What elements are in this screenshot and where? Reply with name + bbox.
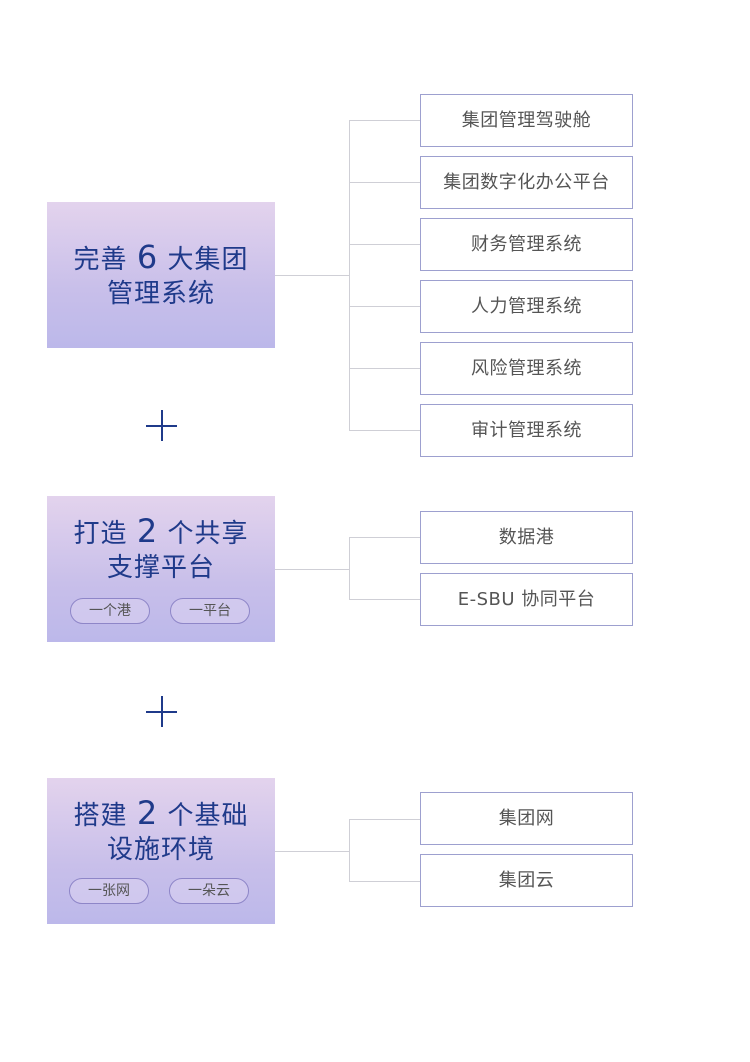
title-suffix: 个共享 [167,519,249,549]
plus-icon [146,410,177,441]
item-box: 集团云 [420,854,633,907]
main-box-title: 打造 2 个共享 支撑平台 [47,514,275,585]
title-prefix: 打造 [73,519,128,549]
connector-branch [349,881,420,882]
title-number: 2 [136,512,159,550]
item-box: 审计管理系统 [420,404,633,457]
title-number: 6 [136,238,159,276]
plus-icon [146,696,177,727]
title-suffix: 大集团 [167,245,249,275]
title-line2: 管理系统 [106,279,215,309]
connector-trunk [349,120,350,431]
connector-main [275,275,350,276]
connector-main [275,851,350,852]
main-box-management-systems: 完善 6 大集团 管理系统 [47,202,275,348]
item-box: E-SBU 协同平台 [420,573,633,626]
tag-pill: 一张网 [69,878,149,904]
connector-branch [349,306,420,307]
title-prefix: 完善 [73,245,128,275]
connector-branch [349,819,420,820]
tag-pill: 一朵云 [169,878,249,904]
tag-pill: 一个港 [70,598,150,624]
connector-branch [349,368,420,369]
connector-branch [349,537,420,538]
item-box: 人力管理系统 [420,280,633,333]
item-box: 集团数字化办公平台 [420,156,633,209]
connector-trunk [349,819,350,882]
title-prefix: 搭建 [73,801,128,831]
main-box-title: 完善 6 大集团 管理系统 [47,240,275,311]
item-box: 集团管理驾驶舱 [420,94,633,147]
title-suffix: 个基础 [167,801,249,831]
connector-main [275,569,350,570]
connector-branch [349,244,420,245]
connector-branch [349,120,420,121]
item-box: 数据港 [420,511,633,564]
item-box: 集团网 [420,792,633,845]
connector-branch [349,599,420,600]
connector-branch [349,182,420,183]
title-line2: 支撑平台 [106,553,215,583]
item-box: 财务管理系统 [420,218,633,271]
title-number: 2 [136,794,159,832]
main-box-shared-platforms: 打造 2 个共享 支撑平台 一个港 一平台 [47,496,275,642]
title-line2: 设施环境 [106,835,215,865]
connector-trunk [349,537,350,600]
tag-pill: 一平台 [170,598,250,624]
item-box: 风险管理系统 [420,342,633,395]
main-box-title: 搭建 2 个基础 设施环境 [47,796,275,867]
main-box-infrastructure: 搭建 2 个基础 设施环境 一张网 一朵云 [47,778,275,924]
connector-branch [349,430,420,431]
